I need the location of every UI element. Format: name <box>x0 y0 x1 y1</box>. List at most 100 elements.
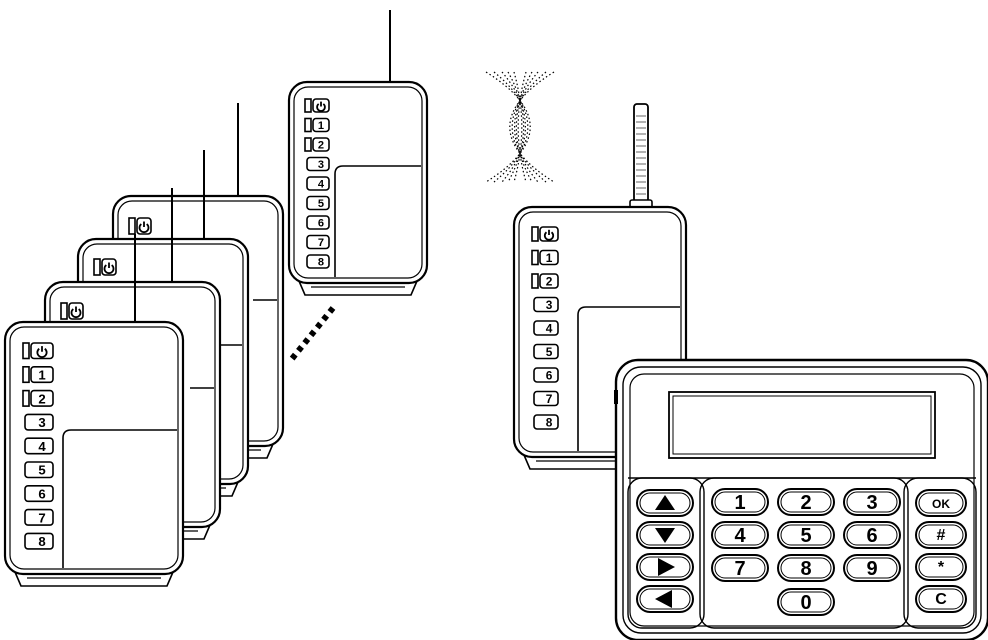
keypad: 1 2 3 4 5 6 7 8 9 0 OK # * C <box>614 358 988 640</box>
power-icon <box>70 306 82 318</box>
zone-indicator: 6 <box>24 484 54 503</box>
key-label: 7 <box>734 558 745 580</box>
zone-label: 7 <box>318 237 324 249</box>
zone-label: 2 <box>38 391 45 406</box>
arrow-down-icon <box>655 528 675 543</box>
zone-label: 8 <box>318 257 324 269</box>
key-label: 1 <box>734 492 745 514</box>
zone-indicator: 2 <box>22 389 54 407</box>
arrow-up-icon <box>655 495 675 510</box>
zone-indicator: 7 <box>533 390 559 407</box>
zone-label: 1 <box>318 120 324 132</box>
zone-label: 5 <box>546 345 553 359</box>
zone-indicator: 7 <box>24 508 54 526</box>
zone-indicator: 3 <box>533 296 559 313</box>
key-8-button[interactable]: 8 <box>777 554 835 582</box>
zone-label: 3 <box>318 159 324 171</box>
zone-indicator: 4 <box>533 320 559 336</box>
zone-label: 6 <box>318 218 324 230</box>
key-label: 6 <box>866 525 877 547</box>
zone-label: 8 <box>38 534 45 549</box>
zone-label: 7 <box>38 510 45 525</box>
zone-indicator: 4 <box>24 437 54 455</box>
arrow-up-button[interactable] <box>636 489 694 517</box>
function-key-button[interactable]: C <box>915 585 967 613</box>
remote-module: 1 2 3 4 5 6 7 8 <box>287 10 429 296</box>
key-0-button[interactable]: 0 <box>777 588 835 616</box>
key-label: OK <box>932 497 950 511</box>
key-3-button[interactable]: 3 <box>843 488 901 516</box>
module-1: 1 2 3 4 5 6 7 8 <box>3 234 185 587</box>
base-unit: 1 2 3 4 5 6 7 8 <box>512 103 688 470</box>
zone-label: 6 <box>546 368 553 382</box>
zone-indicator: 1 <box>304 117 330 133</box>
key-6-button[interactable]: 6 <box>843 521 901 549</box>
zone-label: 4 <box>546 321 553 335</box>
key-5-button[interactable]: 5 <box>777 521 835 549</box>
key-4-button[interactable]: 4 <box>711 521 769 549</box>
key-9-button[interactable]: 9 <box>843 554 901 582</box>
zone-indicator: 4 <box>306 176 330 191</box>
key-label: 2 <box>800 492 811 514</box>
zone-indicator: 5 <box>533 343 559 360</box>
zone-indicator: 5 <box>24 461 54 479</box>
key-label: 3 <box>866 492 877 514</box>
key-label: 9 <box>866 558 877 580</box>
zone-label: 2 <box>546 274 553 288</box>
arrow-left-button[interactable] <box>636 585 694 613</box>
zone-label: 4 <box>38 439 46 454</box>
function-key-button[interactable]: * <box>915 553 967 581</box>
zone-label: 4 <box>318 179 325 191</box>
power-icon <box>103 262 115 274</box>
zone-label: 2 <box>318 140 324 152</box>
base-unit-body: 1 2 3 4 5 6 7 8 <box>512 205 688 470</box>
zone-indicator: 2 <box>304 137 330 152</box>
zone-label: 6 <box>38 487 45 502</box>
zone-indicator: 8 <box>306 254 330 269</box>
power-icon <box>138 221 150 233</box>
dotted-link <box>288 306 336 362</box>
zone-indicator: 2 <box>531 273 559 289</box>
zone-label: 8 <box>546 415 553 429</box>
radio-signal-icon <box>485 71 555 183</box>
lcd-display <box>668 391 936 459</box>
zone-label: 1 <box>38 368 45 383</box>
key-2-button[interactable]: 2 <box>777 488 835 516</box>
zone-label: 5 <box>38 463 45 478</box>
arrow-right-icon <box>658 558 675 576</box>
arrow-down-button[interactable] <box>636 521 694 549</box>
zone-indicator: 3 <box>24 413 54 431</box>
key-label: 5 <box>800 525 811 547</box>
zone-indicator: 5 <box>306 195 330 211</box>
arrow-left-icon <box>655 590 672 608</box>
key-label: 4 <box>734 525 746 547</box>
zone-indicator: 1 <box>531 249 559 266</box>
key-label: 8 <box>800 558 811 580</box>
base-antenna <box>629 103 653 211</box>
key-7-button[interactable]: 7 <box>711 554 769 582</box>
arrow-right-button[interactable] <box>636 553 694 581</box>
zone-indicator: 7 <box>306 234 330 250</box>
zone-label: 1 <box>546 251 553 265</box>
zone-indicator: 8 <box>24 532 54 550</box>
power-icon <box>316 101 326 112</box>
zone-indicator: 1 <box>22 365 54 384</box>
key-label: C <box>935 591 947 608</box>
zone-label: 5 <box>318 198 324 210</box>
key-label: 0 <box>800 592 811 614</box>
key-label: * <box>938 559 945 576</box>
key-label: # <box>937 527 946 544</box>
remote-module-body: 1 2 3 4 5 6 7 8 <box>287 10 429 296</box>
power-icon <box>543 229 555 241</box>
zone-label: 3 <box>546 298 553 312</box>
zone-label: 7 <box>546 392 553 406</box>
function-key-button[interactable]: OK <box>915 489 967 517</box>
power-icon <box>36 346 48 358</box>
function-key-button[interactable]: # <box>915 521 967 549</box>
zone-indicator: 6 <box>306 215 330 230</box>
zone-indicator: 3 <box>306 156 330 172</box>
zone-indicator: 8 <box>533 414 559 430</box>
zone-indicator: 6 <box>533 367 559 383</box>
key-1-button[interactable]: 1 <box>711 488 769 516</box>
